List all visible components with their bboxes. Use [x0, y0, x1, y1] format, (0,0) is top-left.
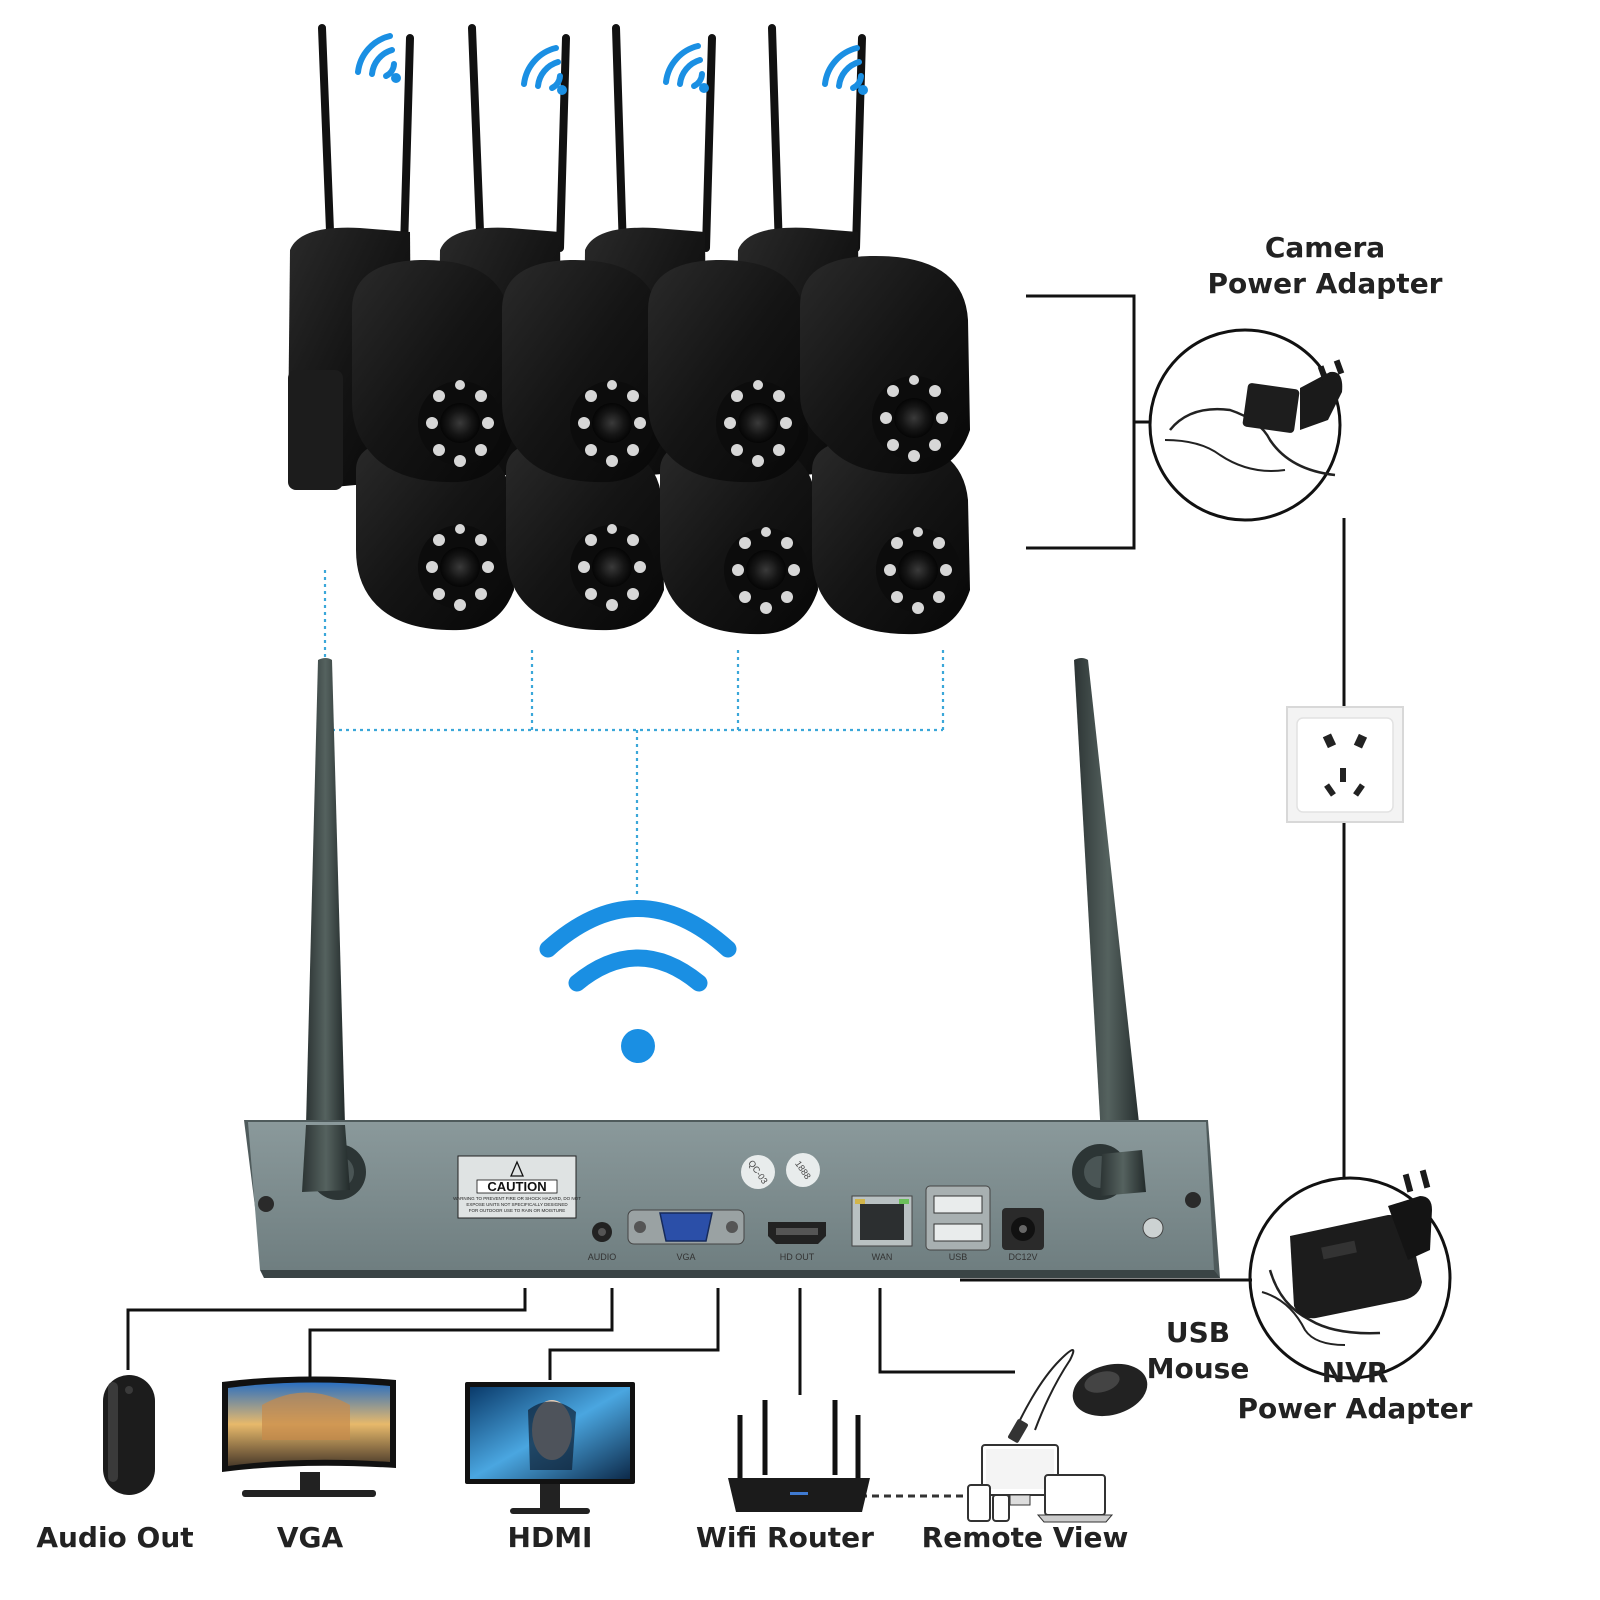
remote-view-label: Remote View: [921, 1521, 1129, 1554]
connection-lines: [126, 1288, 1015, 1395]
nvr-power-adapter-label-line1: NVR: [1321, 1356, 1389, 1389]
wall-outlet: [1286, 706, 1404, 823]
wifi-router-label: Wifi Router: [696, 1521, 874, 1554]
port-label-hdout: HD OUT: [780, 1252, 815, 1262]
caution-line: EXPOSE UNITS NOT SPECIFICALLY DESIGNED: [466, 1202, 568, 1207]
wifi-signal-icon: [539, 900, 737, 1063]
speaker-device: [103, 1375, 155, 1495]
camera-power-adapter: [1148, 328, 1345, 522]
camera-front-upper-3: [648, 259, 808, 483]
hdmi-monitor: [465, 1382, 635, 1514]
vga-monitor: [222, 1376, 396, 1497]
camera-front-lower-1: [356, 438, 514, 631]
camera-power-adapter-label: Camera Power Adapter: [1180, 230, 1470, 302]
wifi-router-device: [728, 1400, 870, 1512]
vga-label: VGA: [276, 1521, 344, 1554]
camera-front-lower-4: [812, 438, 970, 635]
camera-front-upper-1: [352, 259, 512, 483]
wifi-icon: [355, 33, 401, 83]
port-label-usb: USB: [949, 1252, 968, 1262]
usb-mouse-label-line2: Mouse: [1146, 1352, 1250, 1385]
port-label-vga: VGA: [676, 1252, 695, 1262]
camera-front-upper-4: [800, 255, 970, 475]
usb-mouse-label: USB Mouse: [1143, 1315, 1253, 1387]
port-label-audio: AUDIO: [588, 1252, 617, 1262]
nvr-power-adapter-label: NVR Power Adapter: [1210, 1355, 1500, 1427]
camera-wifi-icons: [355, 33, 868, 95]
caution-line: WARNING TO PREVENT FIRE OR SHOCK HAZARD,…: [453, 1196, 581, 1201]
nvr-power-adapter-label-line2: Power Adapter: [1237, 1392, 1473, 1425]
camera-power-adapter-label-line1: Camera: [1264, 231, 1386, 264]
caution-title: CAUTION: [487, 1179, 546, 1194]
nvr-power-adapter: [1248, 1169, 1452, 1380]
camera-power-bracket: [1026, 294, 1150, 550]
wifi-icon: [663, 43, 709, 93]
camera-cluster: [288, 24, 970, 635]
usb-mouse-device: [1008, 1349, 1148, 1443]
caution-line: FOR OUTDOOR USE TO RAIN OR MOISTURE: [469, 1208, 566, 1213]
remote-view-devices: [967, 1444, 1114, 1523]
camera-front-lower-2: [506, 438, 664, 631]
camera-front-lower-3: [660, 438, 818, 635]
wifi-icon: [521, 45, 567, 95]
usb-mouse-label-line1: USB: [1165, 1316, 1231, 1349]
port-label-dc12v: DC12V: [1008, 1252, 1037, 1262]
wifi-icon: [822, 45, 868, 95]
camera-front-upper-2: [502, 259, 662, 483]
camera-power-adapter-label-line2: Power Adapter: [1207, 267, 1443, 300]
hdmi-label: HDMI: [507, 1521, 593, 1554]
port-label-wan: WAN: [872, 1252, 893, 1262]
nvr-recorder: CAUTION WARNING TO PREVENT FIRE OR SHOCK…: [244, 658, 1220, 1278]
audio-out-label: Audio Out: [36, 1521, 194, 1554]
